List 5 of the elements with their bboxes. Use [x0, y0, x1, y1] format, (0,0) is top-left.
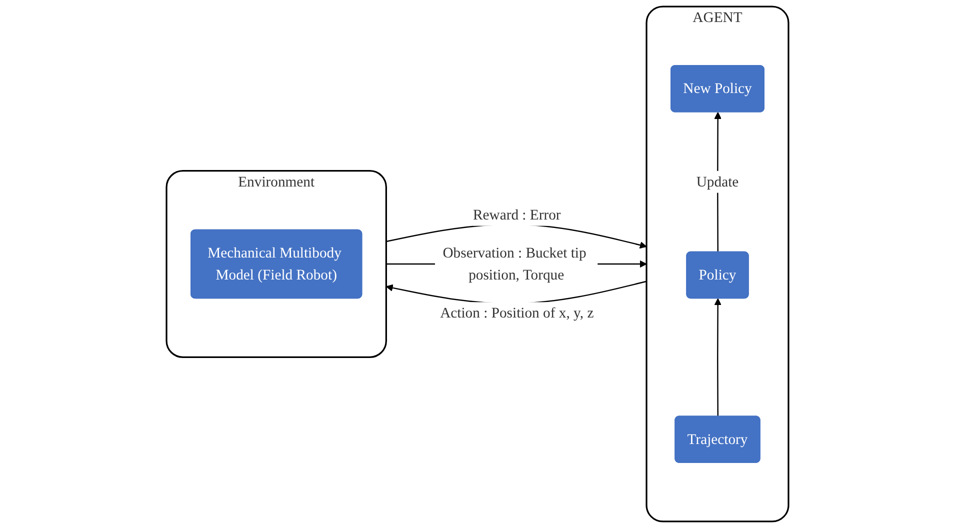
edge-label: Action : Position of x, y, z — [440, 304, 594, 321]
edge-label: Update — [696, 173, 739, 190]
arrow — [714, 298, 722, 417]
edge-label: Observation : Bucket tip position, Torque — [442, 244, 586, 283]
edge-label: Reward : Error — [472, 206, 561, 223]
